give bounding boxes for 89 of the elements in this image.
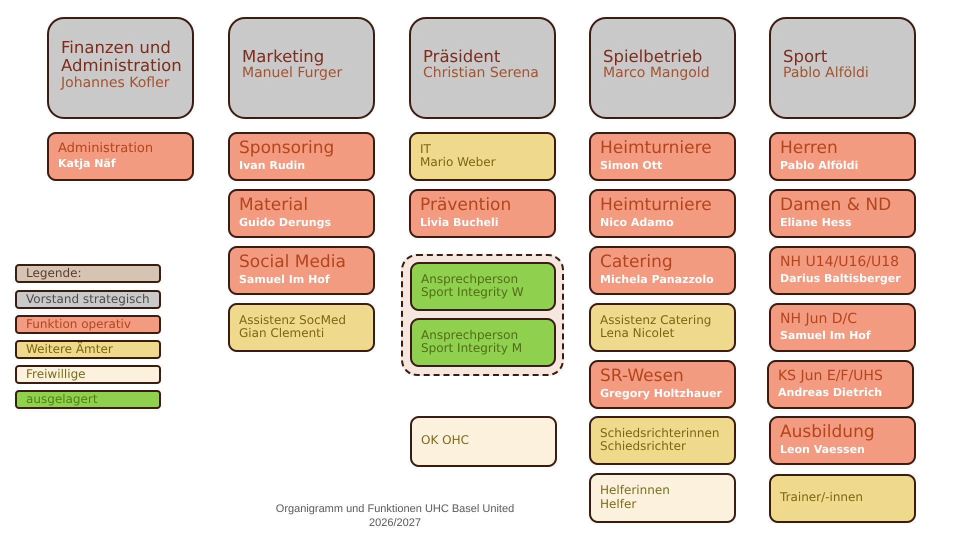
office-card <box>228 303 375 352</box>
function-title: Ansprechperson Sport Integrity M <box>421 328 524 356</box>
function-card <box>769 303 916 352</box>
department-card <box>409 17 556 119</box>
function-title: Catering <box>600 253 673 272</box>
function-card <box>409 189 556 238</box>
function-title: Assistenz SocMed <box>239 314 346 327</box>
person-name: Darius Baltisberger <box>780 272 901 285</box>
function-title: KS Jun E/F/UHS <box>778 369 883 385</box>
office-card <box>589 303 736 352</box>
function-card <box>767 360 914 409</box>
function-title: Assistenz Catering <box>600 314 712 327</box>
person-name: Michela Panazzolo <box>600 274 714 287</box>
volunteer-card <box>410 416 557 467</box>
person-name: Samuel Im Hof <box>239 274 330 287</box>
department-card <box>589 17 736 119</box>
department-card <box>47 17 194 119</box>
legend-entry: Freiwillige <box>15 365 161 384</box>
function-card <box>589 246 736 295</box>
function-title: IT <box>420 142 431 156</box>
office-card <box>769 474 916 523</box>
function-card <box>228 132 375 181</box>
department-title: Sport <box>783 48 828 66</box>
caption: Organigramm und Funktionen UHC Basel United 2026/2027 <box>274 502 516 530</box>
function-title: Ausbildung <box>780 423 875 442</box>
function-card <box>47 132 194 181</box>
function-title: Heimturniere <box>600 196 712 216</box>
function-card <box>228 246 375 295</box>
function-title: Damen & ND <box>780 196 892 216</box>
volunteer-card <box>589 473 736 523</box>
function-card <box>769 132 916 181</box>
person-name: Mario Weber <box>420 156 496 170</box>
outsourced-card <box>410 318 556 367</box>
person-name: Christian Serena <box>423 66 539 82</box>
function-title: Sponsoring <box>239 139 334 158</box>
function-title: Heimturniere <box>600 139 712 158</box>
person-name: Manuel Furger <box>242 66 342 82</box>
person-name: Samuel Im Hof <box>780 330 871 342</box>
person-name: Leon Vaessen <box>780 444 865 457</box>
person-name: Andreas Dietrich <box>778 386 882 399</box>
person-name: Pablo Alföldi <box>783 66 869 82</box>
department-title: Spielbetrieb <box>603 48 702 66</box>
person-name: Guido Derungs <box>239 217 331 230</box>
function-title: Helferinnen Helfer <box>600 484 671 511</box>
function-card <box>769 416 916 465</box>
person-name: Ivan Rudin <box>239 160 306 173</box>
department-title: Präsident <box>423 48 500 66</box>
function-title: Schiedsrichterinnen Schiedsrichter <box>600 426 720 454</box>
function-card <box>589 360 736 409</box>
legend-entry: Weitere Ämter <box>15 340 161 359</box>
function-title: NH Jun D/C <box>780 312 858 328</box>
department-card <box>228 17 375 119</box>
legend-title: Legende: <box>15 264 161 283</box>
function-title: Trainer/-innen <box>780 491 864 505</box>
person-name: Johannes Kofler <box>61 76 170 92</box>
function-title: Prävention <box>420 196 512 216</box>
function-card <box>589 189 736 238</box>
office-card <box>409 132 556 181</box>
person-name: Katja Näf <box>58 158 116 170</box>
function-title: Herren <box>780 139 838 158</box>
function-title: Social Media <box>239 253 346 272</box>
person-name: Gregory Holtzhauer <box>600 388 722 401</box>
dashed-group-frame <box>401 254 564 376</box>
legend-entry: ausgelagert <box>15 390 161 409</box>
function-title: Material <box>239 196 308 216</box>
legend-entry: Vorstand strategisch <box>15 290 161 309</box>
person-name: Nico Adamo <box>600 217 674 230</box>
person-name: Lena Nicolet <box>600 327 674 340</box>
person-name: Simon Ott <box>600 160 662 173</box>
function-title: Ansprechperson Sport Integrity W <box>421 272 525 300</box>
person-name: Marco Mangold <box>603 66 710 82</box>
function-card <box>769 246 916 295</box>
function-card <box>228 189 375 238</box>
function-card <box>589 132 736 181</box>
department-title: Marketing <box>242 48 324 66</box>
function-card <box>769 189 916 238</box>
person-name: Eliane Hess <box>780 217 852 230</box>
outsourced-card <box>410 262 556 311</box>
person-name: Pablo Alföldi <box>780 160 858 173</box>
function-title: SR-Wesen <box>600 367 684 386</box>
person-name: Livia Bucheli <box>420 217 499 230</box>
person-name: Gian Clementi <box>239 327 324 340</box>
function-title: OK OHC <box>421 434 469 448</box>
function-title: Administration <box>58 142 154 156</box>
function-title: NH U14/U16/U18 <box>780 255 900 271</box>
department-title: Finanzen und Administration <box>61 38 183 76</box>
office-card <box>589 416 736 465</box>
legend-entry: Funktion operativ <box>15 315 161 334</box>
department-card <box>769 17 916 119</box>
